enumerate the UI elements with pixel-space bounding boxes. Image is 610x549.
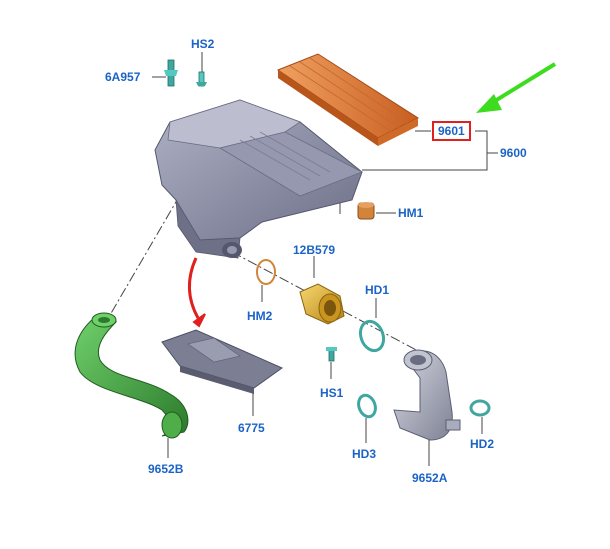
heat-shield-6775 bbox=[161, 329, 284, 394]
air-cleaner-housing bbox=[154, 99, 363, 259]
clamp-hd1 bbox=[358, 319, 386, 353]
gasket-hm2 bbox=[256, 259, 276, 285]
label-9652a: 9652A bbox=[412, 471, 448, 485]
label-hd1: HD1 bbox=[365, 283, 390, 297]
curved-arrow-icon bbox=[187, 257, 206, 328]
arrow-icon bbox=[476, 62, 557, 113]
label-hs2: HS2 bbox=[191, 37, 215, 51]
label-9600: 9600 bbox=[500, 146, 527, 160]
label-hd2: HD2 bbox=[470, 437, 495, 451]
screw-hs2 bbox=[196, 71, 207, 87]
label-12b579: 12B579 bbox=[293, 243, 336, 257]
label-hd3: HD3 bbox=[352, 447, 377, 461]
bolt-6a957 bbox=[164, 59, 178, 87]
label-hm2: HM2 bbox=[247, 309, 273, 323]
screw-hs1 bbox=[326, 347, 337, 362]
clamp-hd2 bbox=[469, 399, 491, 417]
sensor-12b579 bbox=[299, 283, 345, 325]
outlet-pipe-9652a bbox=[393, 349, 461, 441]
intake-hose-9652b bbox=[74, 312, 189, 439]
clamp-hd3 bbox=[357, 393, 377, 419]
grommet-hm1 bbox=[357, 202, 375, 220]
label-9652b: 9652B bbox=[148, 462, 184, 476]
air-filter-element bbox=[276, 53, 420, 146]
label-hs1: HS1 bbox=[320, 386, 344, 400]
label-6a957: 6A957 bbox=[105, 70, 141, 84]
label-6775: 6775 bbox=[238, 421, 265, 435]
label-9601: 9601 bbox=[432, 121, 471, 141]
label-hm1: HM1 bbox=[398, 206, 424, 220]
